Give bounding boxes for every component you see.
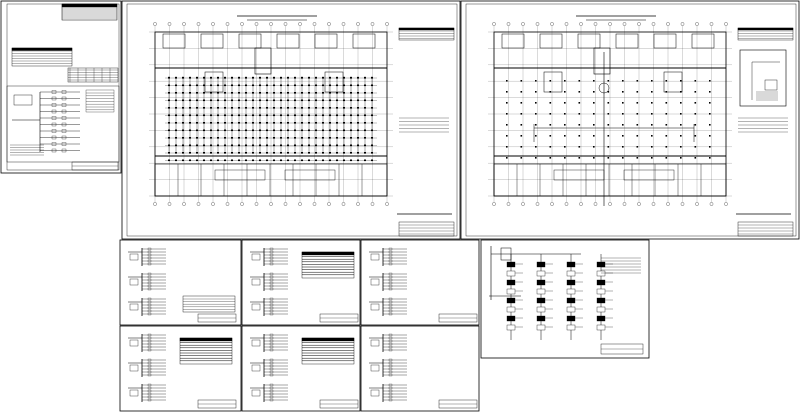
sheet-single-line-2[interactable] — [241, 239, 361, 326]
sheet-single-line-1[interactable] — [119, 239, 242, 326]
sheet-riser-diagram[interactable] — [480, 239, 650, 359]
sheet-floor-plan-power[interactable] — [460, 0, 800, 240]
sheet-single-line-4[interactable] — [119, 325, 242, 412]
sheet-single-line-3[interactable] — [360, 239, 480, 326]
sheet-single-line-6[interactable] — [360, 325, 480, 412]
sheet-single-line-5[interactable] — [241, 325, 361, 412]
sheet-floor-plan-lighting[interactable] — [121, 0, 461, 240]
sheet-title-page[interactable] — [0, 0, 122, 174]
